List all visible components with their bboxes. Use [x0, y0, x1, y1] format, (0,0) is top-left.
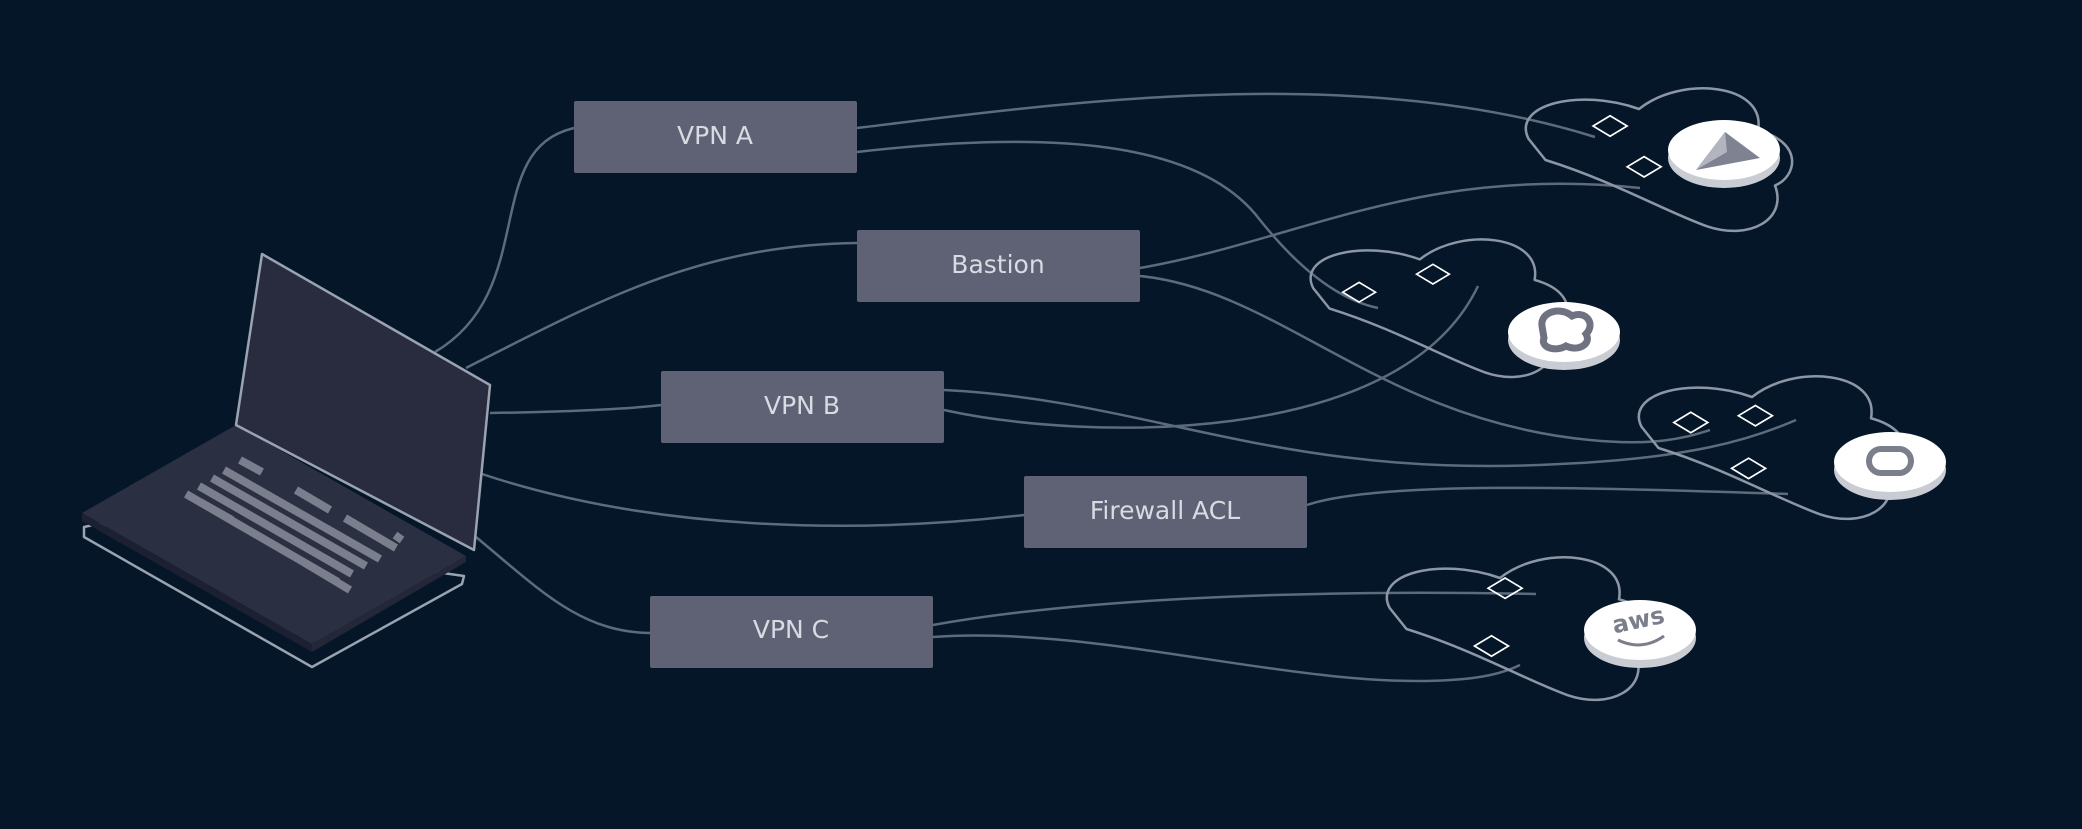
- node-vpn-a[interactable]: VPN A: [574, 101, 857, 173]
- node-firewall-acl-label: Firewall ACL: [1090, 496, 1240, 525]
- node-vpn-b-label: VPN B: [764, 391, 840, 420]
- connector-lines: [434, 92, 1797, 683]
- diamond-icon: [1729, 457, 1768, 480]
- node-firewall-acl[interactable]: Firewall ACL: [1024, 476, 1307, 548]
- connector-laptop-firewall: [481, 472, 1025, 527]
- diamond-icon: [1672, 411, 1710, 434]
- connector-vpn-c-cloud-4: [932, 591, 1537, 627]
- node-vpn-b[interactable]: VPN B: [661, 371, 944, 443]
- cloud-1: [1524, 87, 1794, 233]
- connector-firewall-cloud-3: [1306, 486, 1789, 507]
- node-vpn-a-label: VPN A: [677, 121, 753, 150]
- diamond-icon: [1591, 114, 1629, 138]
- cloud-logo-icon: [1508, 302, 1620, 370]
- oracle-ring-icon: [1834, 432, 1946, 500]
- connector-bastion-cloud-1: [1139, 182, 1641, 270]
- diamond-icon: [1472, 634, 1511, 658]
- cloud-1-outline: [1524, 87, 1794, 233]
- connector-laptop-vpn-c: [475, 536, 651, 635]
- connector-laptop-bastion: [465, 241, 858, 370]
- laptop-icon: [82, 252, 492, 669]
- node-vpn-c-label: VPN C: [753, 615, 829, 644]
- connector-vpn-a-cloud-2: [856, 140, 1379, 310]
- connector-vpn-a-cloud-1: [856, 92, 1596, 139]
- node-vpn-c[interactable]: VPN C: [650, 596, 933, 668]
- node-bastion-label: Bastion: [951, 250, 1044, 279]
- keyboard-keys: [183, 456, 405, 594]
- laptop-deck-edge: [82, 513, 312, 652]
- connector-laptop-vpn-b: [489, 403, 662, 415]
- diamond-icon: [1736, 404, 1775, 427]
- laptop-screen: [234, 252, 492, 552]
- diamond-icon: [1414, 263, 1451, 285]
- connector-laptop-vpn-a: [434, 126, 575, 354]
- diamond-icon: [1625, 155, 1663, 178]
- node-bastion[interactable]: Bastion: [857, 230, 1140, 302]
- connector-vpn-b-cloud-3: [943, 388, 1797, 468]
- connector-bastion-cloud-3: [1139, 274, 1711, 444]
- diamond-icon: [1486, 577, 1524, 600]
- connector-vpn-b-cloud-2: [943, 285, 1480, 429]
- diamond-icon: [1341, 281, 1378, 303]
- aws-icon: aws: [1584, 600, 1696, 668]
- laptop-deck: [82, 425, 466, 644]
- connector-vpn-c-cloud-4b: [932, 634, 1521, 683]
- paper-plane-icon: [1668, 120, 1780, 188]
- laptop-deck-edge-right: [312, 556, 466, 652]
